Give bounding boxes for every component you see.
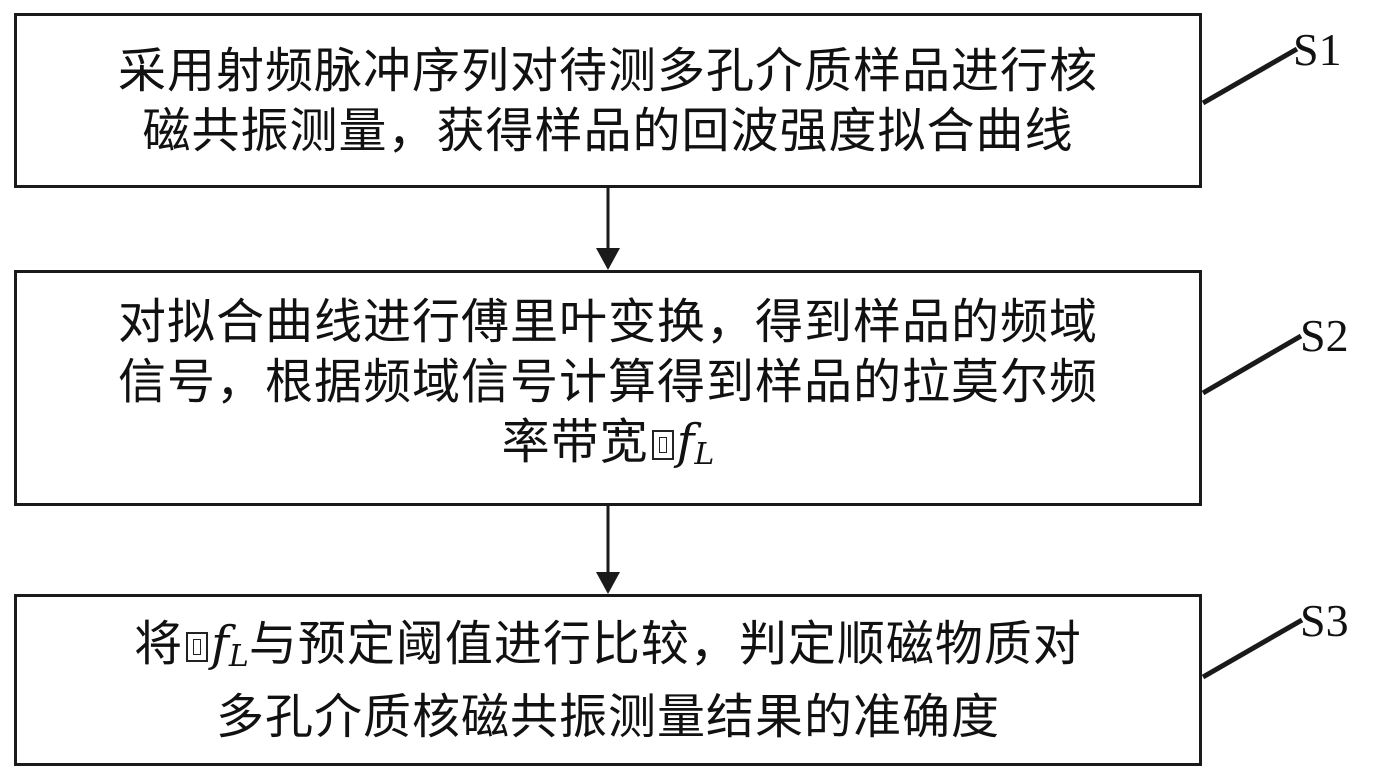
step-s1-box: 采用射频脉冲序列对待测多孔介质样品进行核 磁共振测量，获得样品的回波强度拟合曲线	[14, 13, 1202, 188]
leader-line-s3	[1201, 617, 1304, 680]
leader-line-s2	[1201, 333, 1303, 396]
step-s1-line-1: 采用射频脉冲序列对待测多孔介质样品进行核	[117, 42, 1098, 99]
math-f: f	[676, 413, 695, 470]
step-s3-line-2: 多孔介质核磁共振测量结果的准确度	[215, 688, 1000, 745]
step-s2-box: 对拟合曲线进行傅里叶变换，得到样品的频域 信号，根据频域信号计算得到样品的拉莫尔…	[14, 270, 1202, 506]
step-s3-label: S3	[1300, 595, 1349, 646]
math-f: f	[211, 615, 229, 672]
step-s2-text: 对拟合曲线进行傅里叶变换，得到样品的频域 信号，根据频域信号计算得到样品的拉莫尔…	[106, 292, 1110, 485]
step-s1-line-2: 磁共振测量，获得样品的回波强度拟合曲线	[142, 102, 1074, 159]
step-s1-label: S1	[1293, 24, 1342, 75]
step-s2-line-1: 对拟合曲线进行傅里叶变换，得到样品的频域	[117, 293, 1098, 350]
larmor-bandwidth-symbol: fL	[211, 615, 249, 674]
leader-line-s1	[1201, 46, 1299, 106]
step-s2-line-3: 率带宽 fL	[118, 412, 1098, 485]
step-s3-line-1-suffix: 与预定阈值进行比较，判定顺磁物质对	[248, 615, 1082, 672]
math-subscript-l: L	[694, 436, 715, 472]
missing-glyph-icon	[651, 429, 674, 460]
step-s2-label: S2	[1300, 310, 1349, 361]
missing-glyph-icon	[186, 631, 209, 662]
larmor-bandwidth-symbol: fL	[676, 413, 715, 472]
step-s3-line-1-prefix: 将	[134, 615, 184, 672]
arrow-s1-to-s2-head	[596, 248, 620, 270]
arrow-s2-to-s3-head	[596, 572, 620, 594]
step-s1-text: 采用射频脉冲序列对待测多孔介质样品进行核 磁共振测量，获得样品的回波强度拟合曲线	[106, 41, 1110, 161]
step-s2-line-2: 信号，根据频域信号计算得到样品的拉莫尔频	[117, 353, 1098, 410]
step-s2-line-3-prefix: 率带宽	[501, 413, 649, 470]
math-subscript-l: L	[228, 638, 249, 674]
